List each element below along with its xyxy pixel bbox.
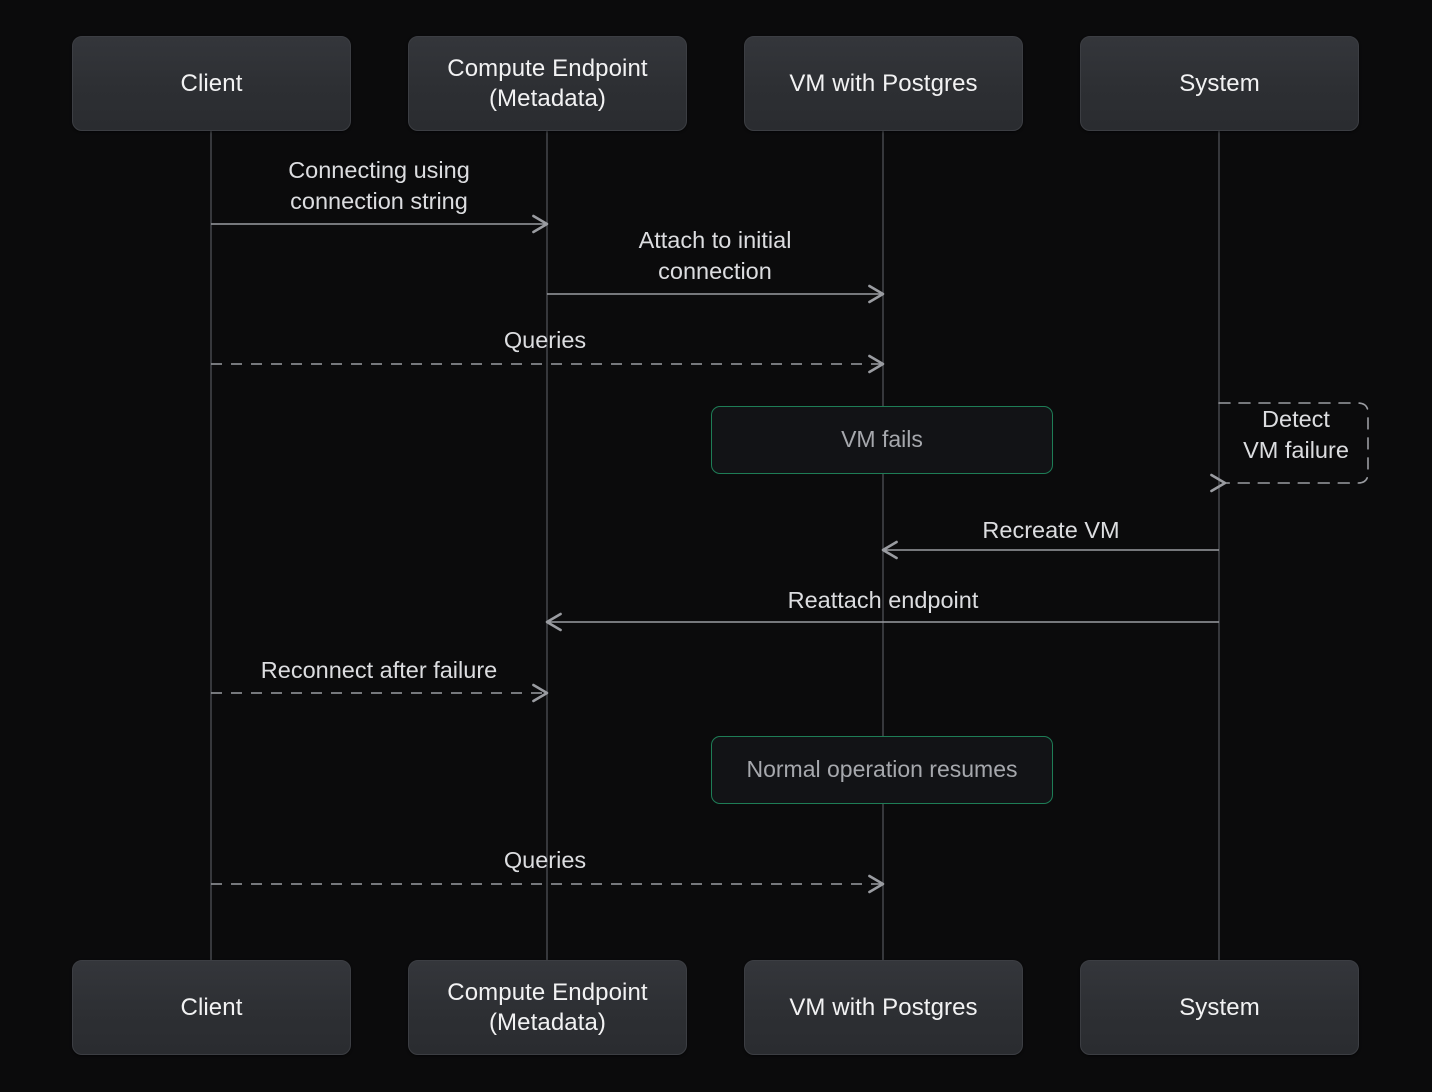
lifelines-group bbox=[210, 131, 1220, 960]
self-message-path-s1 bbox=[1210, 402, 1369, 493]
participant-box-client-top[interactable]: Client bbox=[72, 36, 351, 131]
participant-box-client-bottom[interactable]: Client bbox=[72, 960, 351, 1055]
participant-box-system-top[interactable]: System bbox=[1080, 36, 1359, 131]
participant-label-system: System bbox=[1179, 69, 1260, 97]
note-n2[interactable]: Normal operation resumes bbox=[711, 736, 1053, 804]
participant-label-vm: VM with Postgres bbox=[789, 993, 978, 1021]
participant-label-compute: Compute Endpoint (Metadata) bbox=[447, 979, 648, 1036]
participant-box-vm-top[interactable]: VM with Postgres bbox=[744, 36, 1023, 131]
participant-box-compute-bottom[interactable]: Compute Endpoint (Metadata) bbox=[408, 960, 687, 1055]
messages-group bbox=[211, 214, 1219, 894]
note-label-n2: Normal operation resumes bbox=[746, 756, 1018, 783]
participant-label-vm: VM with Postgres bbox=[789, 69, 978, 97]
participant-label-client: Client bbox=[180, 993, 243, 1021]
self-message-label-s1: Detect VM failure bbox=[1243, 406, 1349, 464]
participant-label-compute: Compute Endpoint (Metadata) bbox=[447, 55, 648, 112]
participant-label-client: Client bbox=[180, 69, 243, 97]
self-messages-group bbox=[1210, 402, 1369, 493]
participant-box-system-bottom[interactable]: System bbox=[1080, 960, 1359, 1055]
participant-label-system: System bbox=[1179, 993, 1260, 1021]
note-n1[interactable]: VM fails bbox=[711, 406, 1053, 474]
participant-box-vm-bottom[interactable]: VM with Postgres bbox=[744, 960, 1023, 1055]
note-label-n1: VM fails bbox=[841, 426, 923, 453]
participant-box-compute-top[interactable]: Compute Endpoint (Metadata) bbox=[408, 36, 687, 131]
